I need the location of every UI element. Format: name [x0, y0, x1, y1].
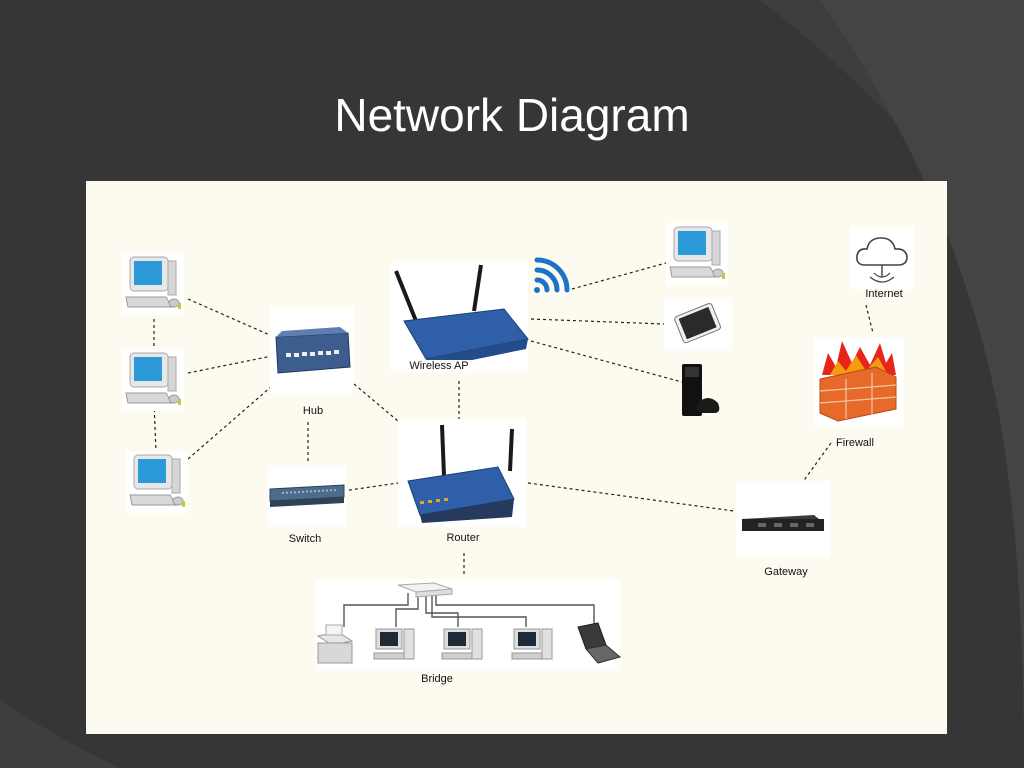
wireless-ap-icon: [390, 263, 529, 371]
tablet-icon: [664, 297, 732, 351]
connection-lines: [153, 262, 874, 577]
game-console-icon: [682, 364, 720, 416]
computer-icon: [373, 628, 415, 660]
hub-label: Hub: [302, 405, 324, 417]
cloud-icon: [850, 227, 914, 289]
gateway-icon: [736, 481, 830, 557]
diagram-canvas: Hub Switch Wireless AP Router Bridge Gat…: [86, 181, 947, 734]
diagram-drawing: [121, 222, 914, 671]
firewall-icon: [814, 337, 904, 427]
hub-icon: [270, 307, 354, 393]
computer-icon: [441, 628, 483, 660]
printer-icon: [316, 624, 354, 664]
bridge-network: [316, 579, 622, 671]
slide-title: Network Diagram: [334, 89, 690, 141]
computer-icon: [125, 450, 189, 514]
switch-label: Switch: [288, 533, 322, 545]
computer-icon: [665, 222, 729, 286]
bridge-device-icon: [397, 582, 453, 598]
computer-icon: [511, 628, 553, 660]
router-label: Router: [446, 532, 480, 544]
gateway-label: Gateway: [764, 566, 808, 578]
laptop-icon: [577, 622, 622, 664]
wifi-signal-icon: [534, 257, 570, 293]
computer-icon: [121, 252, 185, 316]
wireless-ap-label: Wireless AP: [406, 360, 472, 372]
router-icon: [398, 419, 526, 527]
bridge-label: Bridge: [421, 673, 453, 685]
firewall-label: Firewall: [836, 437, 874, 449]
computer-icon: [121, 348, 185, 412]
internet-label: Internet: [865, 288, 903, 300]
switch-icon: [268, 465, 346, 527]
